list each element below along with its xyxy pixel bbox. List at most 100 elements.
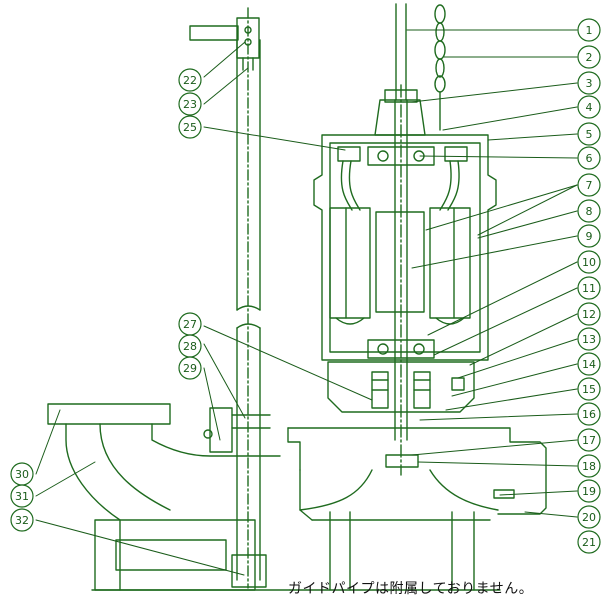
callout-circle bbox=[577, 71, 601, 95]
callout-28: 28 bbox=[178, 334, 202, 358]
callout-number: 2 bbox=[586, 51, 593, 64]
callout-circle bbox=[577, 122, 601, 146]
callout-circle bbox=[577, 224, 601, 248]
callout-circle bbox=[178, 92, 202, 116]
callout-number: 8 bbox=[586, 205, 593, 218]
callout-20: 20 bbox=[577, 505, 601, 529]
note-text: ガイドパイプは附属しておりません。 bbox=[288, 581, 534, 597]
stator bbox=[329, 207, 471, 325]
callout-9: 9 bbox=[577, 224, 601, 248]
callout-number: 25 bbox=[183, 121, 197, 134]
callout-number: 23 bbox=[183, 98, 197, 111]
callout-number: 11 bbox=[582, 282, 596, 295]
callout-number: 3 bbox=[586, 77, 593, 90]
callout-25: 25 bbox=[178, 115, 202, 139]
callout-29: 29 bbox=[178, 356, 202, 380]
callout-31: 31 bbox=[10, 484, 34, 508]
callout-labels: 1234567891011121314151617181920212223252… bbox=[10, 18, 601, 554]
callout-number: 19 bbox=[582, 485, 596, 498]
callout-number: 6 bbox=[586, 152, 593, 165]
callout-12: 12 bbox=[577, 302, 601, 326]
callout-circle bbox=[577, 428, 601, 452]
callout-7: 7 bbox=[577, 173, 601, 197]
callout-number: 1 bbox=[586, 24, 593, 37]
callout-number: 7 bbox=[586, 179, 593, 192]
callout-circle bbox=[577, 505, 601, 529]
callout-circle bbox=[577, 199, 601, 223]
callout-circle bbox=[577, 530, 601, 554]
callout-19: 19 bbox=[577, 479, 601, 503]
callout-circle bbox=[577, 45, 601, 69]
callout-circle bbox=[577, 402, 601, 426]
callout-circle bbox=[577, 302, 601, 326]
callout-number: 14 bbox=[582, 358, 596, 371]
guide-hook bbox=[203, 407, 271, 453]
lower-bearing bbox=[367, 339, 435, 359]
callout-circle bbox=[10, 484, 34, 508]
callout-circle bbox=[577, 250, 601, 274]
callout-22: 22 bbox=[178, 68, 202, 92]
callout-number: 17 bbox=[582, 434, 596, 447]
callout-14: 14 bbox=[577, 352, 601, 376]
callout-number: 32 bbox=[15, 514, 29, 527]
callout-11: 11 bbox=[577, 276, 601, 300]
callout-3: 3 bbox=[577, 71, 601, 95]
callout-number: 12 bbox=[582, 308, 596, 321]
callout-circle bbox=[577, 377, 601, 401]
callout-number: 16 bbox=[582, 408, 596, 421]
callout-number: 5 bbox=[586, 128, 593, 141]
motor-housing bbox=[313, 89, 497, 361]
callout-circle bbox=[577, 95, 601, 119]
callout-6: 6 bbox=[577, 146, 601, 170]
discharge-elbow bbox=[47, 403, 291, 591]
callout-18: 18 bbox=[577, 454, 601, 478]
callout-circle bbox=[577, 479, 601, 503]
pump-casing bbox=[287, 427, 547, 591]
callout-number: 15 bbox=[582, 383, 596, 396]
callout-circle bbox=[178, 115, 202, 139]
callout-circle bbox=[577, 327, 601, 351]
callout-number: 27 bbox=[183, 318, 197, 331]
callout-8: 8 bbox=[577, 199, 601, 223]
seal-chamber bbox=[327, 361, 475, 413]
guide-pipe bbox=[236, 7, 261, 589]
shaft bbox=[394, 84, 408, 476]
callout-circle bbox=[10, 508, 34, 532]
callout-number: 9 bbox=[586, 230, 593, 243]
lifting-rod bbox=[395, 3, 407, 101]
callout-number: 13 bbox=[582, 333, 596, 346]
callout-circle bbox=[577, 454, 601, 478]
callout-number: 20 bbox=[582, 511, 596, 524]
leader-lines bbox=[35, 29, 578, 576]
callout-4: 4 bbox=[577, 95, 601, 119]
callout-number: 29 bbox=[183, 362, 197, 375]
callout-21: 21 bbox=[577, 530, 601, 554]
callout-circle bbox=[577, 352, 601, 376]
callout-number: 21 bbox=[582, 536, 596, 549]
callout-30: 30 bbox=[10, 462, 34, 486]
callout-circle bbox=[577, 18, 601, 42]
rotor bbox=[375, 211, 425, 313]
callout-number: 10 bbox=[582, 256, 596, 269]
callout-circle bbox=[577, 146, 601, 170]
callout-circle bbox=[577, 276, 601, 300]
callout-27: 27 bbox=[178, 312, 202, 336]
callout-17: 17 bbox=[577, 428, 601, 452]
callout-13: 13 bbox=[577, 327, 601, 351]
upper-bracket bbox=[189, 17, 260, 71]
callout-1: 1 bbox=[577, 18, 601, 42]
callout-circle bbox=[178, 356, 202, 380]
callout-10: 10 bbox=[577, 250, 601, 274]
callout-number: 30 bbox=[15, 468, 29, 481]
callout-32: 32 bbox=[10, 508, 34, 532]
callout-number: 22 bbox=[183, 74, 197, 87]
callout-2: 2 bbox=[577, 45, 601, 69]
callout-16: 16 bbox=[577, 402, 601, 426]
callout-5: 5 bbox=[577, 122, 601, 146]
callout-circle bbox=[577, 173, 601, 197]
callout-number: 28 bbox=[183, 340, 197, 353]
callout-number: 31 bbox=[15, 490, 29, 503]
callout-15: 15 bbox=[577, 377, 601, 401]
